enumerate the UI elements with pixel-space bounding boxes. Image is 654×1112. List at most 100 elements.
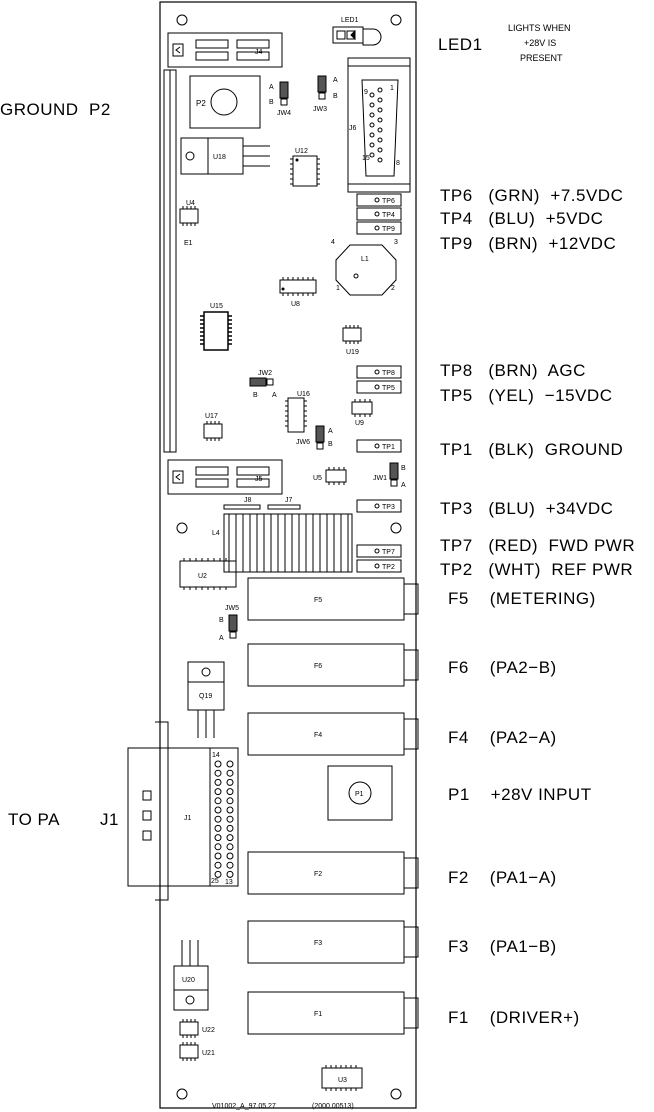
fuse-holder-f3: F3	[247, 920, 419, 964]
j1-pin	[226, 852, 234, 860]
jw6-label: JW6	[296, 439, 310, 446]
u2-ic: U2	[179, 558, 237, 590]
svg-text:B: B	[401, 465, 406, 472]
mounting-hole	[176, 522, 188, 534]
f3-callout: F3 (PA1−B)	[448, 937, 557, 956]
svg-text:15: 15	[362, 155, 370, 162]
j4-label: J4	[255, 49, 263, 56]
svg-text:TP3: TP3	[382, 504, 395, 511]
mounting-hole	[176, 1088, 188, 1100]
svg-text:A: A	[328, 428, 333, 435]
mounting-hole	[390, 14, 402, 26]
j1-pin	[214, 861, 222, 869]
mounting-hole	[390, 1088, 402, 1100]
fuse-holder-f2: F2	[247, 851, 419, 895]
tp7-callout: TP7 (RED) FWD PWR	[440, 536, 635, 555]
fuse-holder-f4: F4	[247, 712, 419, 756]
fuse-holder-f6: F6	[247, 643, 419, 687]
j1-pin	[226, 797, 234, 805]
tp-block-middle: TP8 TP5	[356, 365, 402, 394]
tp8-callout: TP8 (BRN) AGC	[440, 361, 586, 380]
svg-text:A: A	[401, 482, 406, 489]
mounting-hole	[390, 522, 402, 534]
svg-text:9: 9	[364, 89, 368, 96]
svg-text:3: 3	[394, 239, 398, 246]
svg-text:TP6: TP6	[382, 198, 395, 205]
j1-pin	[214, 769, 222, 777]
tp3-callout: TP3 (BLU) +34VDC	[440, 499, 613, 518]
f5-callout: F5 (METERING)	[448, 589, 596, 608]
j1-pin	[214, 824, 222, 832]
f2-callout: F2 (PA1−A)	[448, 868, 557, 887]
u16-label: U16	[297, 391, 310, 398]
jw2-jumper: JW2 B A	[249, 370, 277, 399]
svg-text:TP4: TP4	[382, 212, 395, 219]
fuse-holder-f1: F1	[247, 991, 419, 1035]
svg-text:B: B	[333, 93, 338, 100]
j1-pin	[214, 852, 222, 860]
jw5-label: JW5	[225, 605, 239, 612]
j1-pin	[226, 806, 234, 814]
mounting-hole	[176, 14, 188, 26]
u15-label: U15	[210, 303, 223, 310]
j1-pin	[226, 769, 234, 777]
u18-regulator: U18	[180, 137, 270, 175]
tp9-callout: TP9 (BRN) +12VDC	[440, 234, 616, 253]
l4-coil: L4	[212, 513, 353, 573]
u9-label: U9	[355, 420, 364, 427]
u12-label: U12	[295, 148, 308, 155]
svg-text:2: 2	[391, 285, 395, 292]
j1-pin	[214, 788, 222, 796]
j6-label: J6	[349, 125, 357, 132]
f4-callout: F4 (PA2−A)	[448, 728, 557, 747]
j1-pin	[214, 806, 222, 814]
j1-pin	[226, 824, 234, 832]
u16-ic: U16	[285, 391, 310, 433]
j1-pin	[226, 778, 234, 786]
u21-ic: U21	[179, 1042, 215, 1061]
l1-label: L1	[361, 256, 369, 263]
u21-label: U21	[202, 1050, 215, 1057]
u8-ic: U8	[279, 277, 317, 308]
svg-text:A: A	[333, 77, 338, 84]
svg-text:F5: F5	[314, 597, 322, 604]
svg-text:F6: F6	[314, 663, 322, 670]
p2-board-label: P2	[196, 99, 206, 108]
q19-transistor: Q19	[187, 661, 225, 738]
u4-ic: U4 E1	[179, 200, 199, 247]
e1-label: E1	[184, 240, 193, 247]
jw6-jumper: A B JW6	[296, 425, 333, 450]
jw1-jumper: JW1 B A	[373, 462, 406, 489]
tp-block-lower: TP7 TP2	[356, 544, 402, 573]
svg-text:8: 8	[396, 160, 400, 167]
svg-text:TP7: TP7	[382, 549, 395, 556]
j1-pin	[214, 760, 222, 768]
led1-note-line3: PRESENT	[520, 53, 563, 63]
tp1-block: TP1	[356, 439, 402, 453]
j1-board-label: J1	[184, 815, 192, 822]
j7-label: J7	[285, 497, 293, 504]
svg-text:TP1: TP1	[382, 444, 395, 451]
tp5-callout: TP5 (YEL) −15VDC	[440, 386, 612, 405]
q19-label: Q19	[199, 693, 212, 700]
jw2-label: JW2	[258, 370, 272, 377]
p1-board-label: P1	[355, 791, 364, 798]
svg-text:F3: F3	[314, 940, 322, 947]
tp4-callout: TP4 (BLU) +5VDC	[440, 209, 603, 228]
j1-callout: J1	[100, 810, 119, 829]
u15-ic: U15	[200, 303, 232, 351]
svg-text:TP5: TP5	[382, 385, 395, 392]
j8-label: J8	[244, 497, 252, 504]
ground-p2-callout: GROUND P2	[0, 100, 111, 119]
j1-pin	[226, 834, 234, 842]
u2-label: U2	[198, 573, 207, 580]
svg-text:TP2: TP2	[382, 564, 395, 571]
u17-label: U17	[205, 413, 218, 420]
jw4-label: JW4	[277, 110, 291, 117]
svg-text:14: 14	[212, 752, 220, 759]
svg-text:TP8: TP8	[382, 370, 395, 377]
tp2-callout: TP2 (WHT) REF PWR	[440, 560, 633, 579]
jw4-jumper: A B JW4	[269, 81, 291, 117]
j1-pin	[226, 815, 234, 823]
